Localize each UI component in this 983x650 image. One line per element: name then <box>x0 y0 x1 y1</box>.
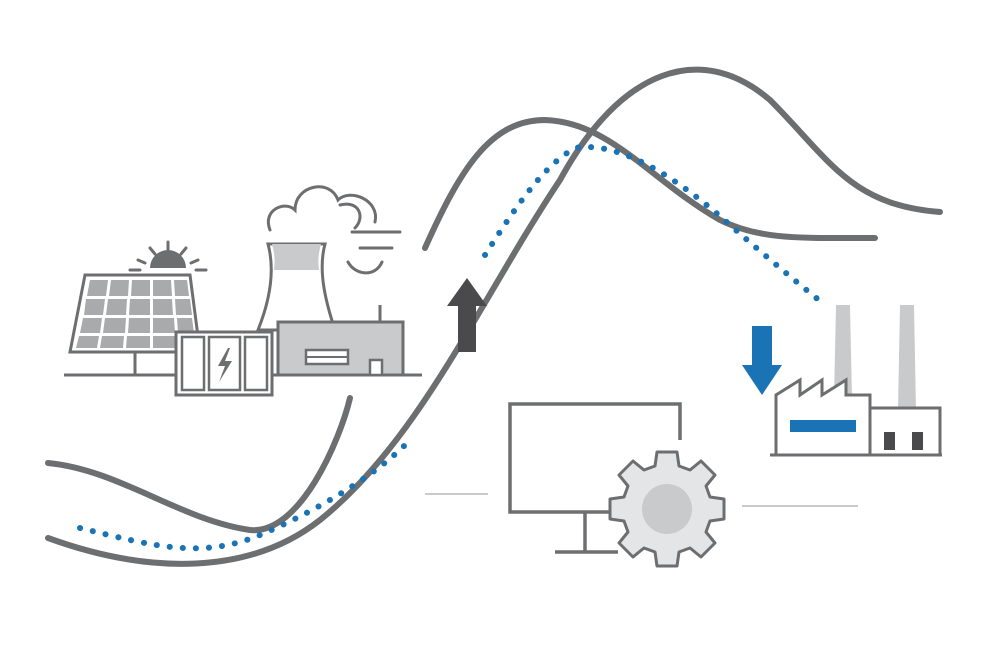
demand-curve-early-upper <box>422 116 878 251</box>
factory-icon <box>770 305 942 457</box>
gear-icon <box>608 450 726 568</box>
solar-panel-icon <box>68 273 202 375</box>
down-arrow-icon <box>742 326 782 395</box>
computer-monitor-icon <box>508 402 682 554</box>
supply-curve-tall <box>45 66 943 567</box>
sun-icon <box>128 240 208 272</box>
demand-curve-early <box>45 395 353 534</box>
battery-storage-icon <box>174 330 274 397</box>
adjusted-load-dotted-curve <box>77 144 828 552</box>
cooling-tower-icon <box>255 242 338 332</box>
lightning-bolt-icon <box>218 348 232 382</box>
steam-cloud-icon <box>266 185 402 275</box>
up-arrow-icon <box>447 278 487 352</box>
power-plant-building-icon <box>276 305 405 377</box>
